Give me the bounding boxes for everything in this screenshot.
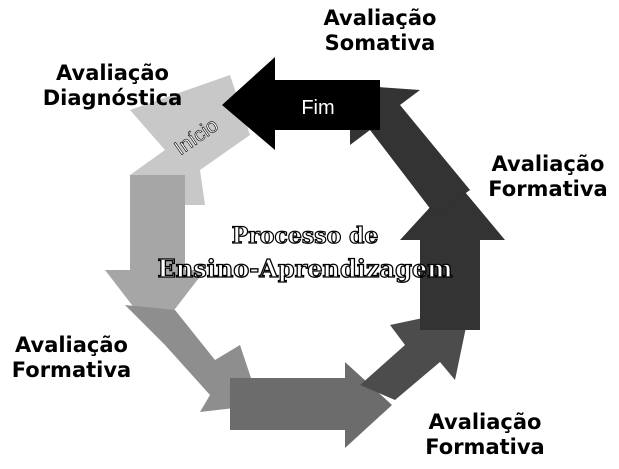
label-formativa-bottom: Avaliação Formativa: [425, 410, 545, 459]
label-formativa-right: Avaliação Formativa: [488, 152, 608, 201]
label-diagnostica: Avaliação Diagnóstica: [42, 61, 183, 110]
arrow-left-down: [105, 175, 205, 335]
arrow-fim: [222, 57, 380, 150]
arrow-inicio: [130, 75, 250, 205]
center-line1: Processo de: [232, 223, 379, 249]
arrow-bottom: [230, 362, 392, 448]
label-formativa-left: Avaliação Formativa: [11, 333, 132, 382]
fim-text: Fim: [301, 97, 334, 119]
arrow-bottom-right: [360, 308, 470, 400]
arrow-bottom-left: [125, 305, 260, 412]
label-somativa: Avaliação Somativa: [323, 6, 437, 55]
center-line2: Ensino-Aprendizagem: [157, 254, 452, 283]
arrow-right-up: [400, 180, 505, 330]
